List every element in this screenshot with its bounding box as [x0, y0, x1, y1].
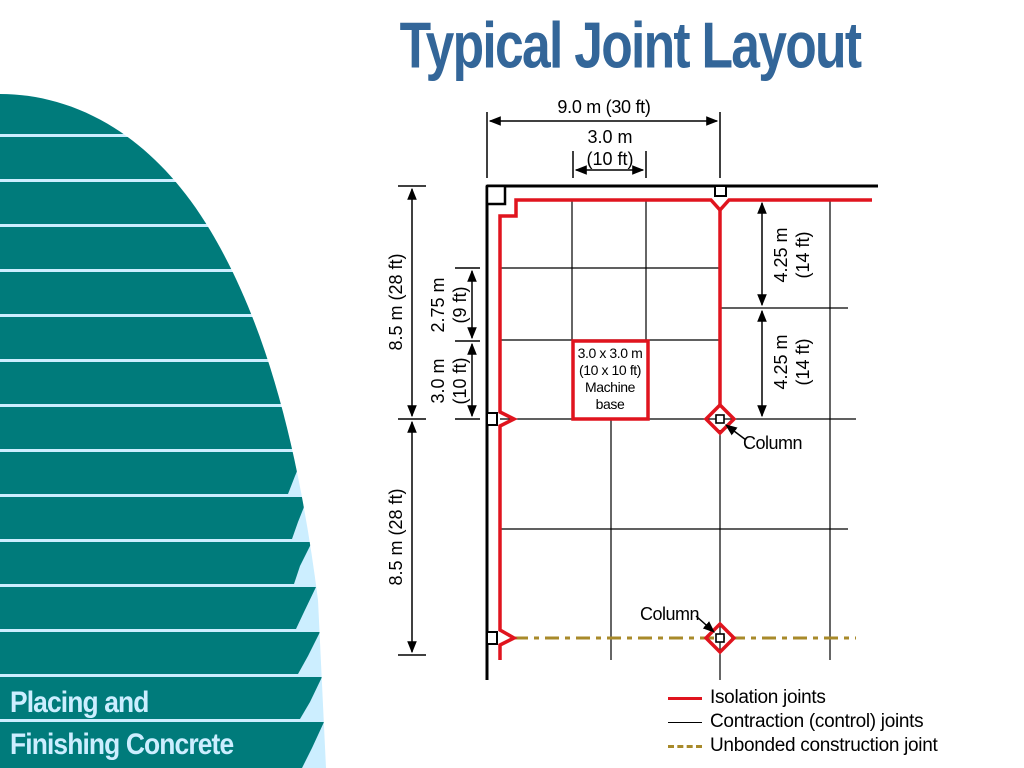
dim-left-lower: 8.5 m (28 ft) [386, 488, 406, 585]
subtitle-line-2: Finishing Concrete [10, 728, 234, 761]
subtitle-line-1: Placing and [10, 686, 149, 719]
legend: Isolation joints Contraction (control) j… [668, 686, 938, 758]
machine-base-label: 3.0 x 3.0 m (10 x 10 ft) Machine base [578, 345, 643, 412]
dim-right-upper-line2: (14 ft) [793, 231, 813, 278]
dim-left-inner-a-line2: (9 ft) [450, 286, 470, 323]
dim-right-lower-line2: (14 ft) [793, 338, 813, 385]
page-title: Typical Joint Layout [399, 9, 862, 82]
decorative-striped-shape [0, 94, 326, 768]
contraction-joints [500, 200, 856, 680]
dim-top-panel-line2: (10 ft) [586, 149, 633, 169]
column-icon [715, 633, 725, 643]
svg-text:(10 x 10 ft): (10 x 10 ft) [579, 362, 641, 378]
dim-left-inner-a-line1: 2.75 m [428, 277, 448, 332]
column-label-2: Column [640, 604, 699, 624]
legend-item-isolation: Isolation joints [668, 686, 937, 710]
column-icon [715, 414, 725, 424]
building-walls [485, 184, 878, 680]
column-icons [715, 414, 725, 643]
column-label-1: Column [743, 433, 802, 453]
dim-top-panel-line1: 3.0 m [587, 127, 632, 147]
dim-left-upper: 8.5 m (28 ft) [386, 253, 406, 350]
dim-right-upper-line1: 4.25 m [771, 227, 791, 282]
construction-joint-swatch-icon [668, 744, 702, 748]
dim-top-overall: 9.0 m (30 ft) [557, 97, 650, 117]
dim-left-inner-b-line1: 3.0 m [428, 358, 448, 403]
isolation-joints [498, 198, 872, 660]
svg-text:3.0 x 3.0 m: 3.0 x 3.0 m [578, 345, 643, 361]
isolation-joint-swatch-icon [668, 696, 702, 700]
svg-text:base: base [596, 396, 625, 412]
dim-left-inner-b-line2: (10 ft) [450, 357, 470, 404]
dim-right-lower-line1: 4.25 m [771, 334, 791, 389]
legend-item-contraction: Contraction (control) joints [668, 710, 937, 734]
contraction-joint-swatch-icon [668, 721, 702, 723]
legend-item-construction: Unbonded construction joint [668, 734, 938, 758]
left-dimensions [398, 185, 480, 656]
top-dimensions [486, 112, 721, 178]
svg-text:Machine: Machine [585, 379, 636, 395]
